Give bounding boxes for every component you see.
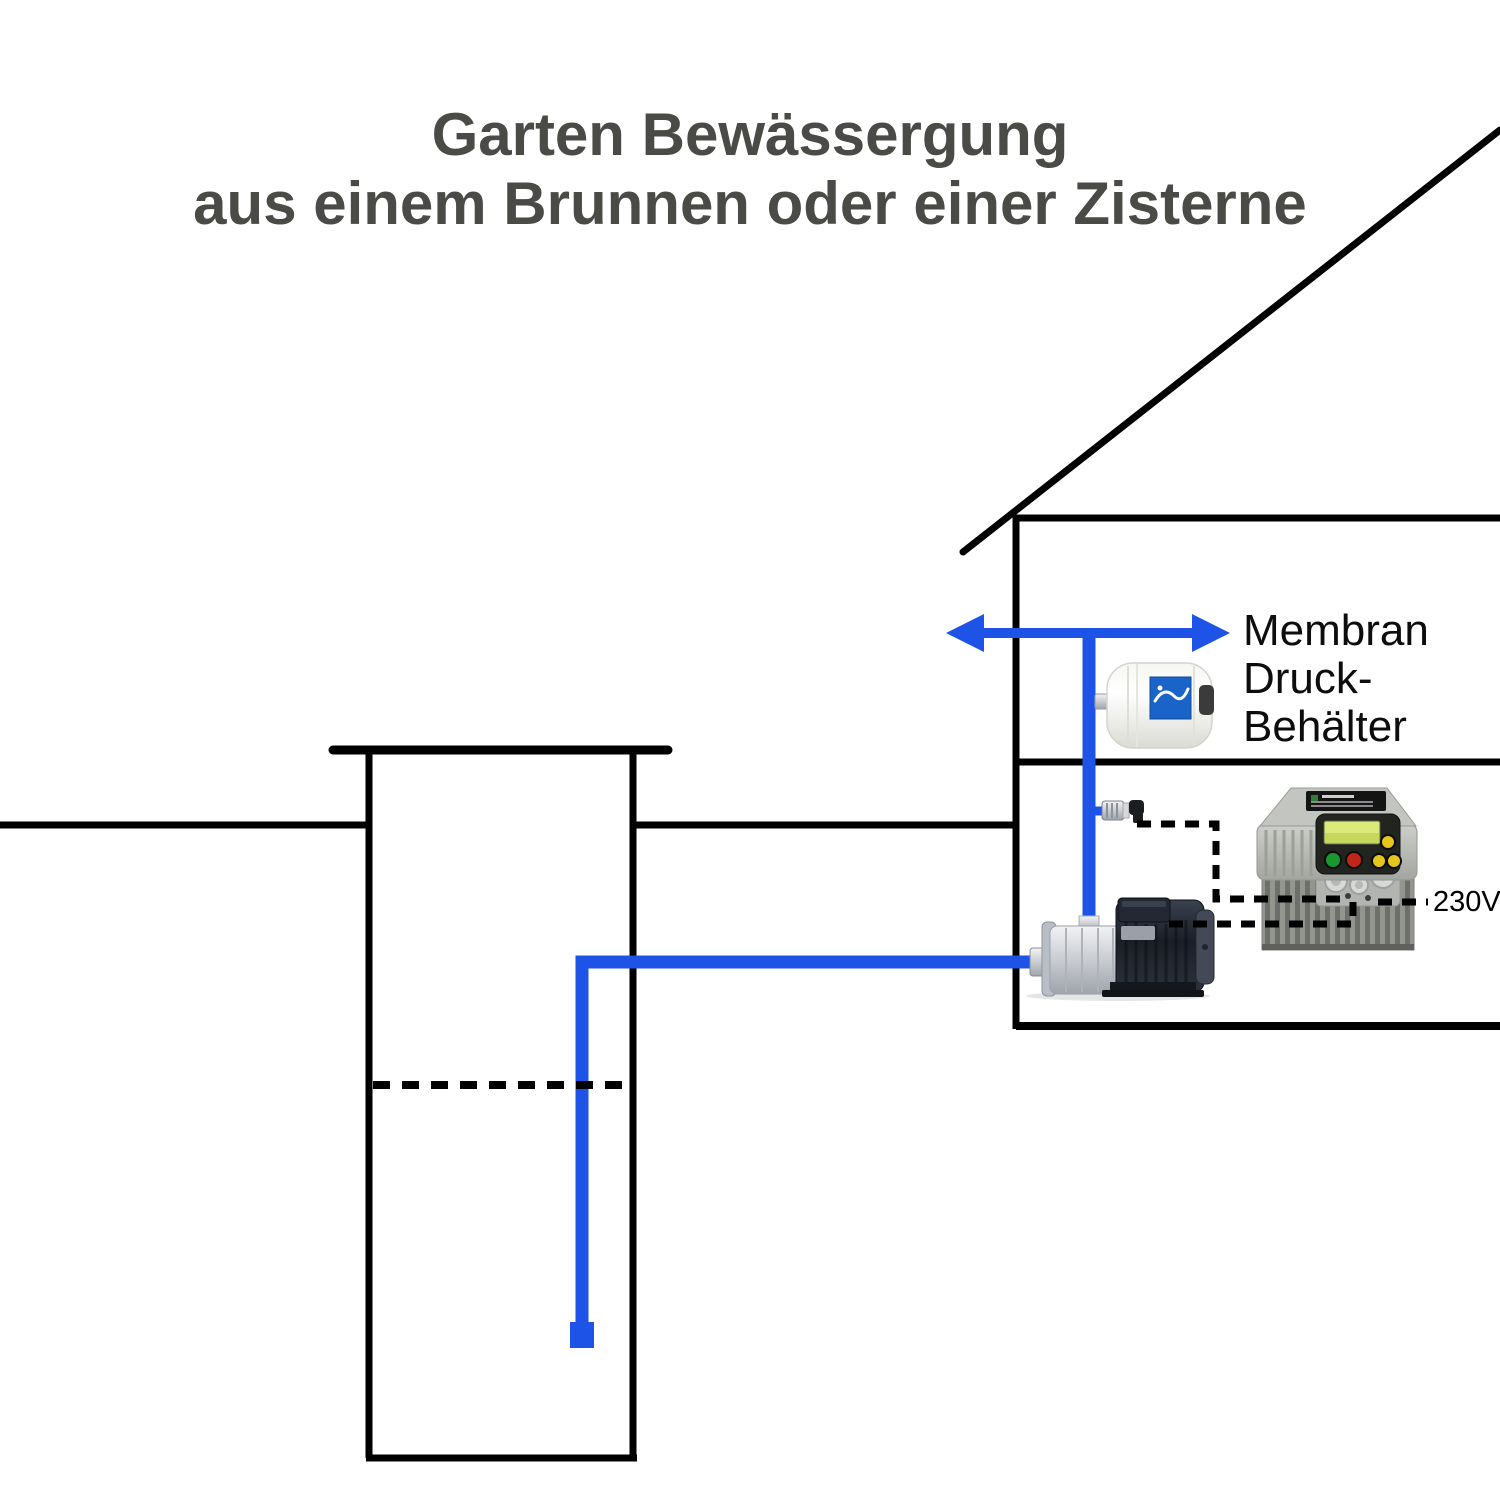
- flow-direction-arrow-icon: [946, 614, 1230, 652]
- pump-terminal-box-lid: [1122, 901, 1166, 907]
- pump-motor-label: [1121, 926, 1155, 940]
- controller-button-stop: [1345, 851, 1363, 869]
- pump-image: [1026, 897, 1215, 1001]
- pump-power-cable: [1160, 902, 1357, 928]
- house-outline: [959, 126, 1500, 1030]
- controller-gland-2-inner: [1355, 881, 1363, 889]
- sensor-elbow-vertical: [1133, 810, 1143, 823]
- controller-lid-label-line3: [1311, 805, 1373, 807]
- tank-sticker-dot: [1157, 685, 1163, 691]
- controller-button-menu: [1380, 834, 1396, 850]
- controller-lid-label-logo: [1311, 795, 1318, 802]
- pump-base-plate: [1102, 990, 1204, 997]
- frequency-controller-image: [1256, 787, 1418, 951]
- voltage-label: 230V: [1433, 886, 1500, 918]
- electric-cables: [1137, 820, 1428, 928]
- membrane-tank-image: [1094, 662, 1214, 749]
- flow-arrow-right-head: [1192, 614, 1230, 652]
- membrane-tank-label-line1: Membran: [1243, 606, 1429, 655]
- pump-feet: [1110, 982, 1196, 993]
- foot-valve-icon: [570, 1322, 594, 1348]
- controller-gland-bolt-1: [1345, 893, 1351, 899]
- controller-gland-bolt-2: [1365, 895, 1371, 901]
- controller-housing-ribs: [1264, 830, 1313, 876]
- page-title-line1: Garten Bewässergung: [431, 101, 1069, 168]
- well-shaft: [328, 745, 673, 1462]
- controller-button-up: [1386, 853, 1402, 869]
- page-title-line2: aus einem Brunnen oder einer Zisterne: [193, 170, 1307, 237]
- controller-screen-lower: [1325, 833, 1379, 843]
- controller-lid-label-line1: [1322, 795, 1354, 798]
- tank-end-cap: [1199, 685, 1214, 715]
- page-title: Garten Bewässergung aus einem Brunnen od…: [0, 100, 1500, 238]
- controller-button-start: [1324, 851, 1342, 869]
- pump-end-cap-bolt: [1202, 944, 1208, 950]
- controller-heatsink-edge: [1262, 944, 1414, 950]
- pressure-sensor-image: [1101, 800, 1144, 823]
- pump-motor-fins: [1124, 920, 1188, 990]
- sensor-cable: [1137, 820, 1345, 903]
- flow-arrow-left-head: [946, 614, 984, 652]
- tank-sticker-wave: [1153, 687, 1190, 703]
- roof-line: [959, 126, 1500, 556]
- membrane-tank-label-line3: Behälter: [1243, 702, 1407, 751]
- controller-lid-label-line2: [1311, 801, 1373, 803]
- membrane-tank-label: Membran Druck- Behälter: [1243, 607, 1429, 751]
- suction-pipe: [575, 955, 1038, 1326]
- controller-button-down: [1371, 853, 1387, 869]
- membrane-tank-label-line2: Druck-: [1243, 654, 1373, 703]
- sensor-ring: [1122, 802, 1130, 819]
